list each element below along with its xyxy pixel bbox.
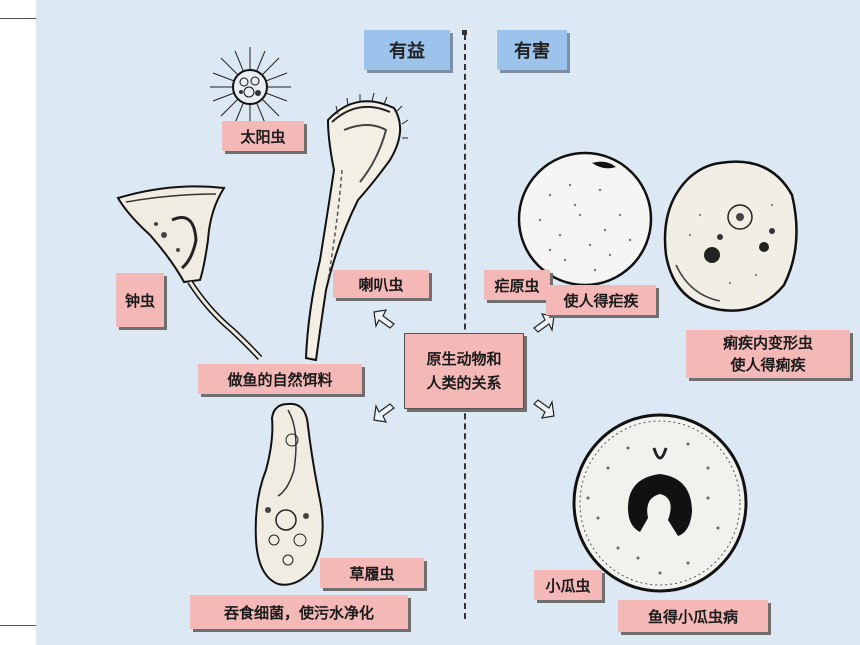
center-topic-box: 原生动物和 人类的关系 xyxy=(404,333,524,409)
label-amoeba-line2: 使人得痢疾 xyxy=(730,356,806,374)
sun-animalcule-icon xyxy=(210,47,291,127)
margin-rule-bottom xyxy=(0,625,36,626)
slipper-animalcule-icon xyxy=(254,402,324,586)
left-margin xyxy=(0,0,36,645)
margin-rule-top xyxy=(0,18,36,19)
divider-dot xyxy=(462,30,467,35)
label-actinophrys: 太阳虫 xyxy=(222,121,304,151)
dysentery-amoeba-icon xyxy=(663,160,798,312)
label-stentor: 喇叭虫 xyxy=(333,270,429,298)
trumpet-animalcule-icon xyxy=(304,92,409,362)
arrow-upright-icon xyxy=(533,313,555,333)
arrow-upleft-icon xyxy=(373,309,395,329)
bell-animalcule-icon xyxy=(116,185,263,361)
label-vorticella: 钟虫 xyxy=(116,273,164,327)
ich-parasite-icon xyxy=(572,413,748,593)
header-beneficial: 有益 xyxy=(364,30,450,70)
label-fish-disease: 鱼得小瓜虫病 xyxy=(618,600,768,632)
arrow-downright-icon xyxy=(533,399,555,419)
label-ichthyophthirius: 小瓜虫 xyxy=(534,570,602,600)
malaria-parasite-icon xyxy=(517,151,653,287)
label-paramecium: 草履虫 xyxy=(320,558,424,588)
label-amoeba-line1: 痢疾内变形虫 xyxy=(722,334,813,352)
label-fish-food: 做鱼的自然饵料 xyxy=(198,364,362,394)
label-amoeba: 痢疾内变形虫 使人得痢疾 xyxy=(686,330,850,378)
header-harmful: 有害 xyxy=(497,30,567,70)
center-line1: 原生动物和 xyxy=(426,350,502,368)
arrow-downleft-icon xyxy=(373,403,395,423)
label-malaria: 使人得疟疾 xyxy=(546,285,656,315)
label-purify: 吞食细菌，使污水净化 xyxy=(190,595,408,629)
label-plasmodium: 疟原虫 xyxy=(484,270,550,300)
center-line2: 人类的关系 xyxy=(426,374,502,392)
center-divider xyxy=(464,34,466,619)
